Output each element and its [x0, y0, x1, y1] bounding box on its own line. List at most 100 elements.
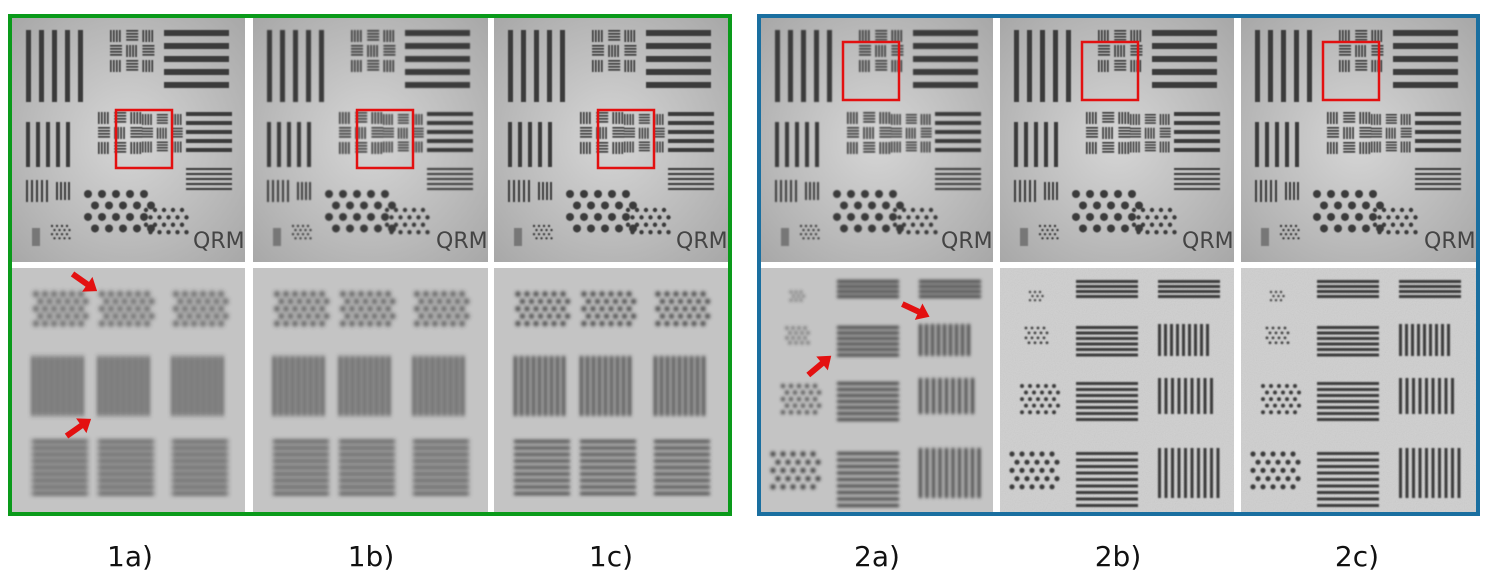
dot: [152, 222, 158, 227]
vertical-bar: [920, 114, 923, 125]
dot: [655, 320, 661, 327]
horizontal-bar: [110, 45, 122, 47]
dot: [367, 320, 373, 327]
dot: [797, 336, 801, 340]
dot: [793, 403, 797, 408]
dot: [1049, 451, 1055, 457]
dot: [1250, 451, 1256, 457]
dot: [450, 320, 456, 327]
horizontal-bar: [837, 418, 899, 421]
dot: [704, 313, 711, 319]
dot: [1327, 212, 1335, 221]
vertical-bar: [790, 180, 792, 202]
dot: [803, 326, 807, 330]
vertical-bar: [1275, 122, 1279, 167]
dot: [528, 298, 535, 304]
vertical-bar: [964, 448, 968, 498]
dot: [608, 291, 614, 297]
dot: [585, 313, 592, 319]
horizontal-bar: [126, 30, 139, 32]
zoom-pattern: [1250, 280, 1461, 507]
horizontal-bar: [580, 485, 636, 489]
horizontal-bar: [186, 188, 232, 190]
vertical-bar: [133, 142, 136, 154]
vertical-bar: [144, 114, 147, 125]
dot: [789, 384, 793, 388]
vertical-bar: [406, 127, 408, 139]
horizontal-bar: [596, 115, 609, 117]
vertical-bar: [1121, 142, 1124, 154]
vertical-bar: [1127, 142, 1130, 154]
dot: [418, 313, 425, 319]
dot: [349, 291, 355, 297]
horizontal-bar: [1339, 51, 1351, 53]
dot: [626, 291, 632, 297]
vertical-bar: [586, 142, 588, 154]
vertical-bar: [926, 114, 928, 125]
vertical-bar: [641, 127, 644, 139]
dot: [389, 215, 394, 220]
horizontal-bar: [624, 130, 635, 133]
dot: [1086, 190, 1094, 198]
vertical-bar: [938, 448, 942, 498]
dot: [1135, 224, 1143, 233]
horizontal-bar: [383, 133, 394, 135]
dot: [182, 291, 188, 297]
vertical-bar: [1371, 141, 1373, 153]
dot: [617, 306, 623, 312]
dot: [666, 229, 671, 235]
vertical-bar: [146, 356, 149, 416]
vertical-bar: [148, 30, 151, 42]
vertical-bar: [1285, 122, 1289, 167]
horizontal-bar: [1102, 145, 1115, 147]
vertical-bar: [383, 30, 386, 42]
vertical-bar: [1118, 112, 1121, 124]
dot: [868, 224, 876, 233]
dot: [314, 313, 321, 319]
vertical-bar: [360, 60, 362, 72]
vertical-bar: [805, 182, 807, 200]
horizontal-bar: [837, 465, 899, 468]
vertical-bar: [1293, 182, 1295, 200]
panel-1b-zoom: [253, 268, 488, 512]
vertical-bar: [878, 45, 880, 57]
horizontal-bar: [580, 453, 636, 456]
dot: [1269, 299, 1273, 302]
dot: [814, 233, 818, 236]
dot: [1041, 237, 1044, 240]
dot: [585, 298, 592, 304]
horizontal-bar: [1159, 130, 1171, 133]
dot: [910, 222, 916, 227]
horizontal-bar: [1144, 119, 1156, 122]
dot: [98, 190, 106, 198]
horizontal-bar: [837, 290, 899, 293]
target-pattern: [1014, 30, 1220, 246]
dot: [528, 313, 535, 319]
dot: [1030, 336, 1034, 340]
dot: [817, 390, 821, 395]
horizontal-bar: [1371, 54, 1384, 56]
vertical-bar: [293, 30, 298, 102]
dot: [1024, 459, 1030, 465]
horizontal-bar: [1355, 60, 1368, 62]
dot: [130, 313, 137, 319]
dot: [121, 298, 128, 304]
panel-1c-zoom: [494, 268, 728, 512]
horizontal-bar: [1355, 36, 1368, 38]
vertical-bar: [893, 141, 896, 153]
vertical-bar: [321, 356, 324, 416]
vertical-bar: [520, 356, 523, 416]
vertical-bar: [1034, 180, 1036, 202]
dot: [682, 306, 688, 312]
dot: [906, 229, 911, 235]
dot: [639, 229, 644, 235]
dot: [797, 410, 801, 415]
dot: [376, 320, 382, 327]
horizontal-bar: [668, 130, 714, 134]
horizontal-bar: [1355, 69, 1368, 71]
horizontal-bar: [668, 188, 714, 190]
vertical-bar: [307, 122, 311, 167]
dot: [691, 320, 697, 327]
vertical-bar: [1188, 324, 1191, 356]
dot: [459, 306, 465, 312]
